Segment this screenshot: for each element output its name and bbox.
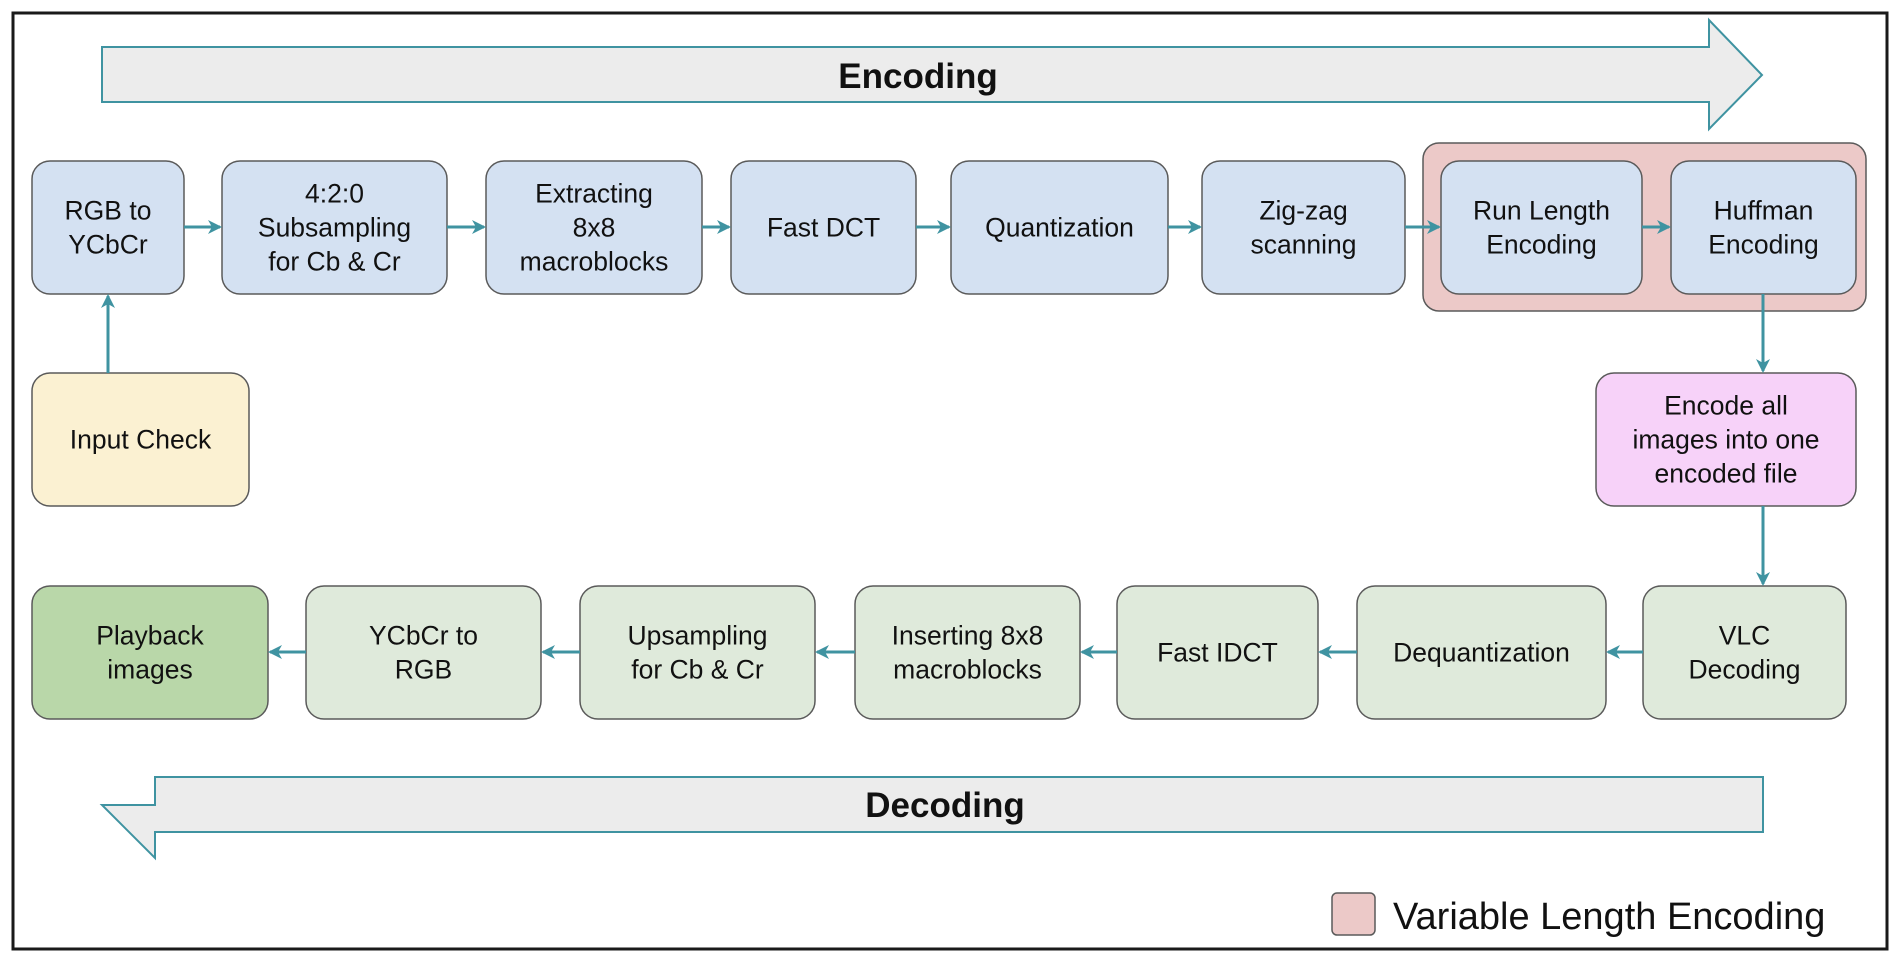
- quantization-label-line: Quantization: [985, 213, 1134, 243]
- playback-images-shape: [31, 585, 269, 720]
- vlc-decoding-label-line: VLC: [1719, 621, 1771, 651]
- upsampling-shape: [579, 585, 816, 720]
- run-length-encoding-shape: [1440, 160, 1643, 295]
- fast-idct-label-line: Fast IDCT: [1157, 638, 1278, 668]
- fast-idct-box: Fast IDCT: [1116, 585, 1319, 720]
- rgb-to-ycbcr-shape: [31, 160, 185, 295]
- huffman-encoding-label-line: Encoding: [1708, 230, 1819, 260]
- input-check-label-line: Input Check: [70, 425, 212, 455]
- rgb-to-ycbcr-label-line: RGB to: [65, 196, 152, 226]
- dequantization-box: Dequantization: [1356, 585, 1607, 720]
- zigzag-scanning-label-line: Zig-zag: [1259, 196, 1347, 226]
- decoding-banner-label: Decoding: [865, 786, 1024, 825]
- extracting-macroblocks-label-line: macroblocks: [520, 247, 669, 277]
- quantization-box: Quantization: [950, 160, 1169, 295]
- playback-images-label-line: images: [107, 655, 192, 685]
- huffman-encoding-label-line: Huffman: [1714, 196, 1814, 226]
- input-check-box: Input Check: [31, 372, 250, 507]
- dequantization-label-line: Dequantization: [1393, 638, 1570, 668]
- ycbcr-to-rgb-label-line: YCbCr to: [369, 621, 478, 651]
- zigzag-scanning-box: Zig-zag scanning: [1201, 160, 1406, 295]
- encoded-file-box: Encode all images into one encoded file: [1595, 372, 1857, 507]
- subsampling-label-line: Subsampling: [258, 213, 411, 243]
- subsampling-label-line: 4:2:0: [305, 179, 364, 209]
- vlc-decoding-shape: [1642, 585, 1847, 720]
- run-length-encoding-label-line: Encoding: [1486, 230, 1597, 260]
- encoded-file-shape: [1595, 372, 1857, 507]
- ycbcr-to-rgb-box: YCbCr to RGB: [305, 585, 542, 720]
- run-length-encoding-label-line: Run Length: [1473, 196, 1610, 226]
- encoded-file-label-line: images into one: [1632, 425, 1819, 455]
- encoding-banner-label: Encoding: [838, 57, 997, 96]
- zigzag-scanning-shape: [1201, 160, 1406, 295]
- ycbcr-to-rgb-label-line: RGB: [395, 655, 452, 685]
- vlc-decoding-box: VLC Decoding: [1642, 585, 1847, 720]
- playback-images-label-line: Playback: [96, 621, 204, 651]
- rgb-to-ycbcr-box: RGB to YCbCr: [31, 160, 185, 295]
- huffman-encoding-shape: [1670, 160, 1857, 295]
- decoding-banner-arrow: [99, 776, 1764, 861]
- ycbcr-to-rgb-shape: [305, 585, 542, 720]
- encoding-banner-arrow: [101, 17, 1764, 132]
- legend: Variable Length Encoding: [1331, 892, 1825, 938]
- encoded-file-label-line: Encode all: [1664, 391, 1788, 421]
- subsampling-label-line: for Cb & Cr: [268, 247, 401, 277]
- fast-dct-box: Fast DCT: [730, 160, 917, 295]
- encoded-file-label-line: encoded file: [1655, 459, 1798, 489]
- extracting-macroblocks-label-line: Extracting: [535, 179, 653, 209]
- legend-swatch: [1331, 892, 1376, 936]
- encoding-banner: Encoding: [101, 17, 1764, 132]
- inserting-macroblocks-label-line: Inserting 8x8: [892, 621, 1044, 651]
- input-check-shape: [31, 372, 250, 507]
- extracting-macroblocks-label-line: 8x8: [573, 213, 616, 243]
- upsampling-label-line: for Cb & Cr: [631, 655, 764, 685]
- inserting-macroblocks-label-line: macroblocks: [893, 655, 1042, 685]
- decoding-banner: Decoding: [99, 776, 1764, 861]
- extracting-macroblocks-box: Extracting 8x8 macroblocks: [485, 160, 703, 295]
- vlc-decoding-label-line: Decoding: [1689, 655, 1801, 685]
- zigzag-scanning-label-line: scanning: [1250, 230, 1356, 260]
- upsampling-box: Upsampling for Cb & Cr: [579, 585, 816, 720]
- playback-images-box: Playback images: [31, 585, 269, 720]
- rgb-to-ycbcr-label-line: YCbCr: [68, 230, 148, 260]
- legend-label: Variable Length Encoding: [1393, 896, 1825, 938]
- fast-dct-label-line: Fast DCT: [767, 213, 880, 243]
- inserting-macroblocks-shape: [854, 585, 1081, 720]
- inserting-macroblocks-box: Inserting 8x8 macroblocks: [854, 585, 1081, 720]
- upsampling-label-line: Upsampling: [628, 621, 768, 651]
